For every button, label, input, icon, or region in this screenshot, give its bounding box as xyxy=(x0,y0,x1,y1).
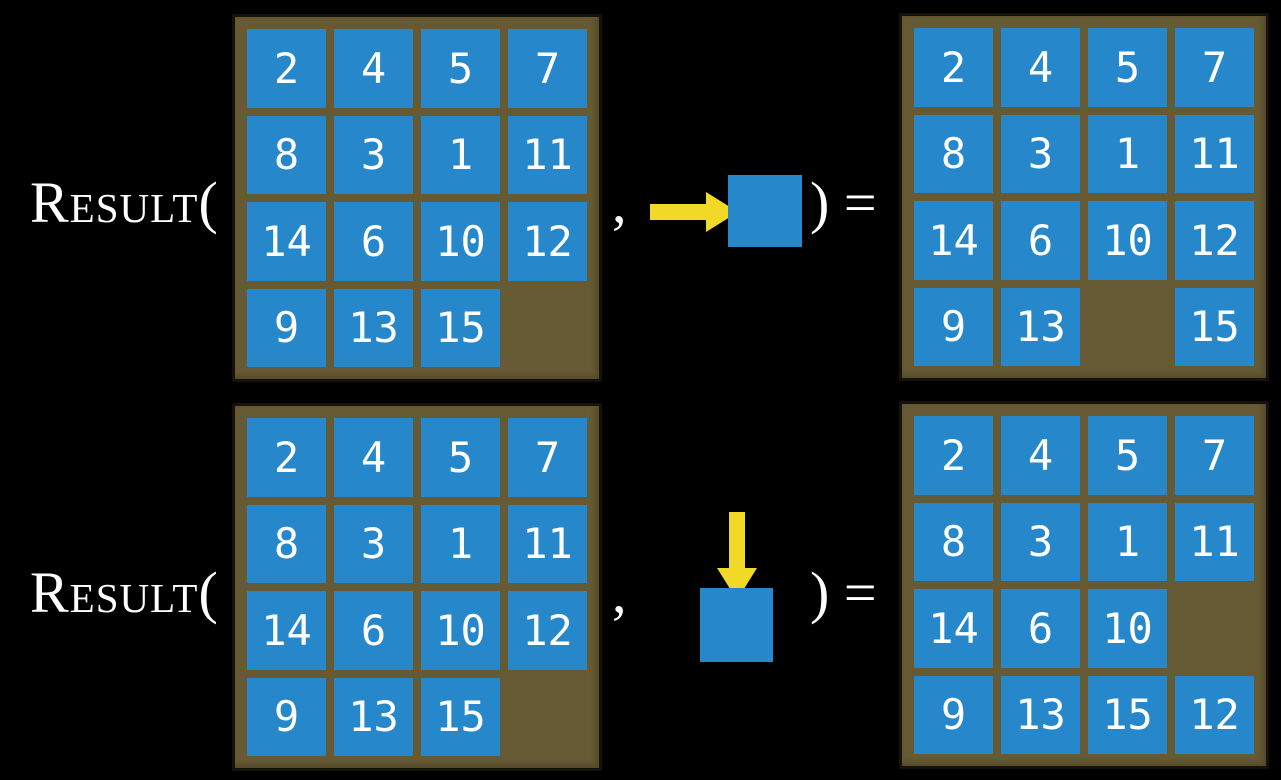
puzzle-tile-8: 8 xyxy=(914,114,993,193)
puzzle-tile-13: 13 xyxy=(1001,287,1080,366)
puzzle-tile-2: 2 xyxy=(247,418,326,497)
close-paren-equals: ) = xyxy=(810,560,877,625)
puzzle-tile-14: 14 xyxy=(247,202,326,281)
puzzle-tile-3: 3 xyxy=(1001,502,1080,581)
puzzle-tile-3: 3 xyxy=(334,504,413,583)
puzzle-tile-12: 12 xyxy=(508,202,587,281)
puzzle-tile-10: 10 xyxy=(1088,589,1167,668)
puzzle-tile-6: 6 xyxy=(334,202,413,281)
puzzle-tile-9: 9 xyxy=(247,288,326,367)
empty-cell xyxy=(1175,589,1254,668)
puzzle-tile-7: 7 xyxy=(1175,28,1254,107)
puzzle-tile-11: 11 xyxy=(508,115,587,194)
puzzle-tile-13: 13 xyxy=(334,288,413,367)
puzzle-tile-10: 10 xyxy=(421,591,500,670)
puzzle-tile-14: 14 xyxy=(914,201,993,280)
comma-separator: , xyxy=(612,170,627,235)
puzzle-tile-1: 1 xyxy=(1088,114,1167,193)
close-paren-equals: ) = xyxy=(810,170,877,235)
puzzle-tile-5: 5 xyxy=(421,418,500,497)
puzzle-tile-7: 7 xyxy=(508,418,587,497)
puzzle-tile-8: 8 xyxy=(914,502,993,581)
puzzle-tile-4: 4 xyxy=(334,29,413,108)
puzzle-tile-6: 6 xyxy=(334,591,413,670)
puzzle-tile-7: 7 xyxy=(1175,416,1254,495)
comma-separator: , xyxy=(612,560,627,625)
puzzle-tile-12: 12 xyxy=(1175,675,1254,754)
empty-cell xyxy=(508,678,587,757)
action-tile-down xyxy=(700,588,773,662)
arrow-right-icon xyxy=(650,192,738,232)
puzzle-tile-2: 2 xyxy=(914,28,993,107)
puzzle-tile-1: 1 xyxy=(1088,502,1167,581)
puzzle-tile-13: 13 xyxy=(1001,675,1080,754)
puzzle-tile-4: 4 xyxy=(1001,28,1080,107)
puzzle-tile-1: 1 xyxy=(421,504,500,583)
puzzle-tile-8: 8 xyxy=(247,504,326,583)
empty-cell xyxy=(508,289,587,368)
puzzle-tile-7: 7 xyxy=(508,29,587,108)
arrow-down-icon xyxy=(717,512,757,600)
puzzle-tile-6: 6 xyxy=(1001,589,1080,668)
puzzle-tile-10: 10 xyxy=(1088,201,1167,280)
puzzle-tile-1: 1 xyxy=(421,115,500,194)
puzzle-tile-14: 14 xyxy=(914,589,993,668)
action-tile-right xyxy=(728,175,802,247)
puzzle-tile-5: 5 xyxy=(1088,28,1167,107)
puzzle-tile-15: 15 xyxy=(421,677,500,756)
puzzle-tile-12: 12 xyxy=(1175,201,1254,280)
function-name-open-paren: Result( xyxy=(30,560,219,625)
puzzle-tile-14: 14 xyxy=(247,591,326,670)
puzzle-tile-4: 4 xyxy=(1001,416,1080,495)
puzzle-tile-11: 11 xyxy=(1175,114,1254,193)
puzzle-tile-13: 13 xyxy=(334,677,413,756)
puzzle-tile-6: 6 xyxy=(1001,201,1080,280)
function-name-open-paren: Result( xyxy=(30,170,219,235)
puzzle-tile-9: 9 xyxy=(914,675,993,754)
puzzle-tile-5: 5 xyxy=(421,29,500,108)
puzzle-tile-9: 9 xyxy=(247,677,326,756)
puzzle-tile-4: 4 xyxy=(334,418,413,497)
puzzle-tile-11: 11 xyxy=(508,504,587,583)
puzzle-tile-9: 9 xyxy=(914,287,993,366)
puzzle-tile-3: 3 xyxy=(334,115,413,194)
puzzle-tile-3: 3 xyxy=(1001,114,1080,193)
puzzle-tile-8: 8 xyxy=(247,115,326,194)
puzzle-tile-15: 15 xyxy=(421,288,500,367)
puzzle-tile-2: 2 xyxy=(914,416,993,495)
puzzle-tile-15: 15 xyxy=(1175,287,1254,366)
puzzle-tile-5: 5 xyxy=(1088,416,1167,495)
puzzle-tile-10: 10 xyxy=(421,202,500,281)
puzzle-tile-11: 11 xyxy=(1175,502,1254,581)
puzzle-tile-2: 2 xyxy=(247,29,326,108)
puzzle-tile-12: 12 xyxy=(508,591,587,670)
puzzle-tile-15: 15 xyxy=(1088,675,1167,754)
empty-cell xyxy=(1088,288,1167,367)
